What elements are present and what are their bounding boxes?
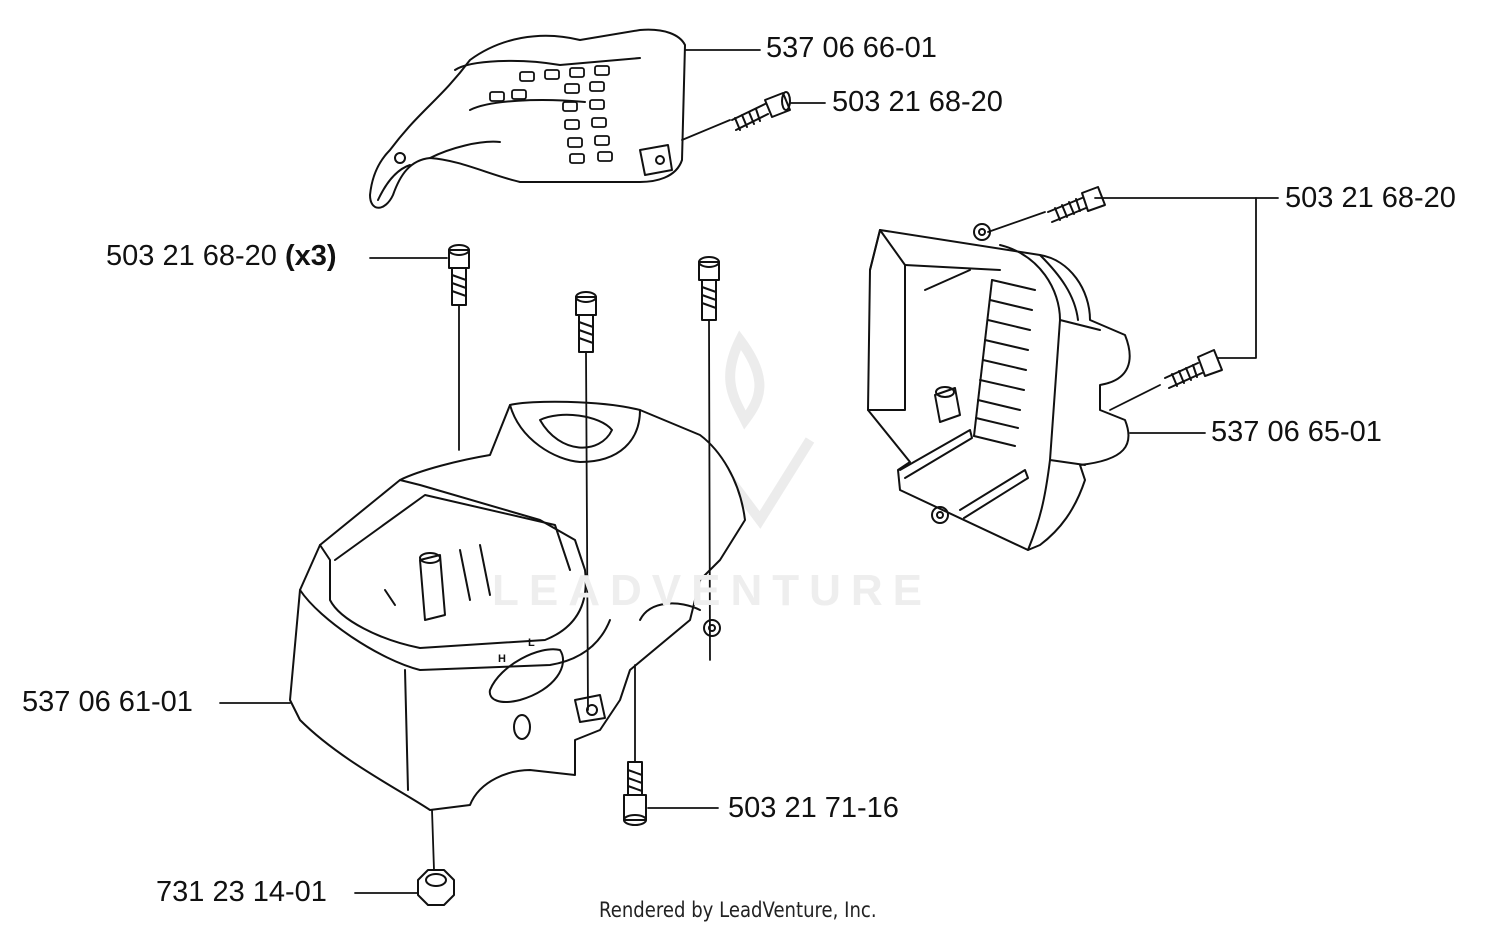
svg-text:L: L	[528, 637, 535, 649]
nut	[417, 869, 455, 906]
cylinder-cover-part: H L	[289, 400, 746, 811]
label-right-cover[interactable]: 537 06 65-01	[1211, 416, 1382, 448]
label-cylinder-cover[interactable]: 537 06 61-01	[22, 686, 193, 718]
label-nut[interactable]: 731 23 14-01	[156, 876, 327, 908]
footer-credit: Rendered by LeadVenture, Inc.	[599, 898, 877, 922]
right-cover-part	[867, 223, 1131, 551]
label-cylinder-screws-qty: (x3)	[285, 240, 337, 272]
watermark-text: LEADVENTURE	[492, 566, 933, 615]
label-bottom-screw[interactable]: 503 21 71-16	[728, 792, 899, 824]
cylinder-screw-left	[448, 244, 470, 306]
svg-text:H: H	[498, 653, 506, 665]
right-cover-screw-upper	[1047, 186, 1106, 223]
top-cover-screw	[731, 91, 791, 131]
label-top-cover[interactable]: 537 06 66-01	[766, 32, 937, 64]
cylinder-screw-right	[698, 256, 720, 321]
bottom-screw	[623, 761, 647, 826]
cylinder-screw-middle	[575, 291, 597, 353]
label-cylinder-screws-number: 503 21 68-20	[106, 240, 277, 272]
label-right-cover-screws[interactable]: 503 21 68-20	[1285, 182, 1456, 214]
label-top-cover-screw[interactable]: 503 21 68-20	[832, 86, 1003, 118]
leader-lines	[219, 49, 1279, 894]
top-cover-part	[369, 28, 686, 209]
right-cover-screw-lower	[1164, 349, 1223, 389]
label-cylinder-screws[interactable]: 503 21 68-20 (x3)	[106, 242, 337, 271]
